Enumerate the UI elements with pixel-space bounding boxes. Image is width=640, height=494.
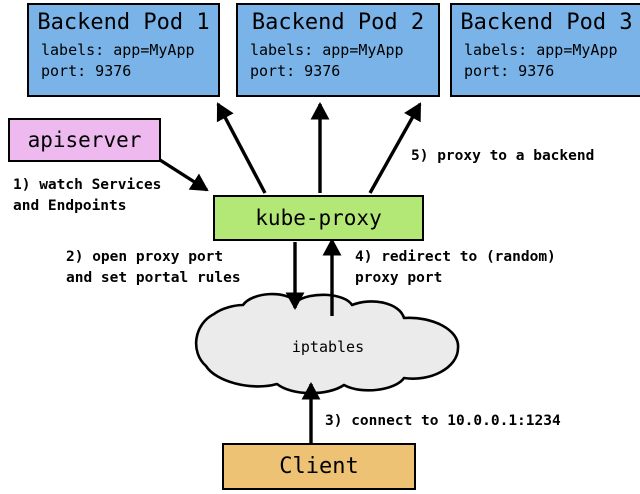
step-2-label: 2) open proxy port and set portal rules bbox=[66, 249, 241, 286]
kube-proxy-title: kube-proxy bbox=[255, 206, 382, 230]
backend-pod-3-labels: labels: app=MyApp bbox=[464, 41, 618, 59]
client-box[interactable]: Client bbox=[222, 443, 416, 490]
backend-pod-1-title: Backend Pod 1 bbox=[37, 10, 210, 35]
edge-kubeproxy-to-pod1 bbox=[216, 102, 267, 194]
edge-kubeproxy-to-pod3 bbox=[368, 102, 422, 194]
backend-pod-3-title: Backend Pod 3 bbox=[460, 10, 633, 35]
backend-pod-3-box[interactable]: Backend Pod 3 labels: app=MyApp port: 93… bbox=[450, 3, 640, 97]
client-title: Client bbox=[279, 453, 359, 479]
backend-pod-2-box[interactable]: Backend Pod 2 labels: app=MyApp port: 93… bbox=[236, 3, 440, 97]
step-1-label: 1) watch Services and Endpoints bbox=[13, 177, 162, 214]
edge-apiserver-to-kubeproxy bbox=[159, 158, 209, 192]
backend-pod-2-port: port: 9376 bbox=[250, 62, 341, 80]
backend-pod-1-details: labels: app=MyApp port: 9376 bbox=[37, 40, 210, 82]
step-5-label: 5) proxy to a backend bbox=[411, 148, 595, 164]
kube-proxy-box[interactable]: kube-proxy bbox=[213, 195, 424, 241]
backend-pod-3-details: labels: app=MyApp port: 9376 bbox=[460, 40, 633, 82]
step-3-label: 3) connect to 10.0.0.1:1234 bbox=[325, 413, 561, 429]
backend-pod-1-port: port: 9376 bbox=[41, 62, 132, 80]
apiserver-title: apiserver bbox=[27, 128, 142, 152]
iptables-cloud-shape bbox=[194, 292, 460, 395]
backend-pod-2-title: Backend Pod 2 bbox=[251, 10, 425, 35]
backend-pod-2-details: labels: app=MyApp port: 9376 bbox=[246, 40, 430, 82]
backend-pod-1-labels: labels: app=MyApp bbox=[41, 41, 195, 59]
backend-pod-2-labels: labels: app=MyApp bbox=[250, 41, 404, 59]
backend-pod-3-port: port: 9376 bbox=[464, 62, 555, 80]
apiserver-box[interactable]: apiserver bbox=[8, 118, 161, 162]
step-4-label: 4) redirect to (random) proxy port bbox=[355, 249, 556, 286]
backend-pod-1-box[interactable]: Backend Pod 1 labels: app=MyApp port: 93… bbox=[27, 3, 220, 97]
